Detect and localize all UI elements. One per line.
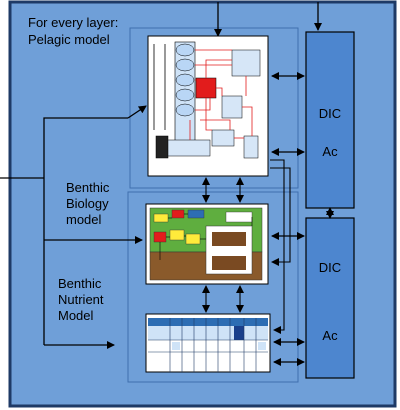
dic-lower-label: DIC (319, 260, 341, 275)
dic-box-upper: DIC Ac (305, 31, 355, 209)
ac-upper-label: Ac (322, 144, 338, 159)
pelagic-model-panel (147, 35, 269, 177)
dic-box-lower: DIC Ac (305, 217, 355, 379)
benthic-biology-panel (145, 203, 269, 285)
benthic-nutrient-label-line3: Model (58, 308, 94, 323)
dic-connectors (271, 72, 334, 366)
ac-lower-label: Ac (322, 328, 338, 343)
benthic-section (127, 191, 299, 383)
pelagic-label-line1: For every layer: (28, 15, 118, 30)
benthic-biology-label-line3: model (66, 212, 102, 227)
vertical-exchange-connectors (202, 159, 291, 334)
benthic-biology-label-line2: Biology (66, 196, 109, 211)
benthic-nutrient-label-line1: Benthic (58, 276, 102, 291)
benthic-nutrient-label-line2: Nutrient (58, 292, 104, 307)
pelagic-section (129, 27, 299, 189)
left-connectors (0, 105, 147, 349)
top-connectors (214, 2, 322, 37)
benthic-nutrient-panel (145, 313, 271, 373)
pelagic-label-line2: Pelagic model (28, 32, 110, 47)
dic-upper-label: DIC (319, 106, 341, 121)
benthic-biology-label-line1: Benthic (66, 180, 110, 195)
